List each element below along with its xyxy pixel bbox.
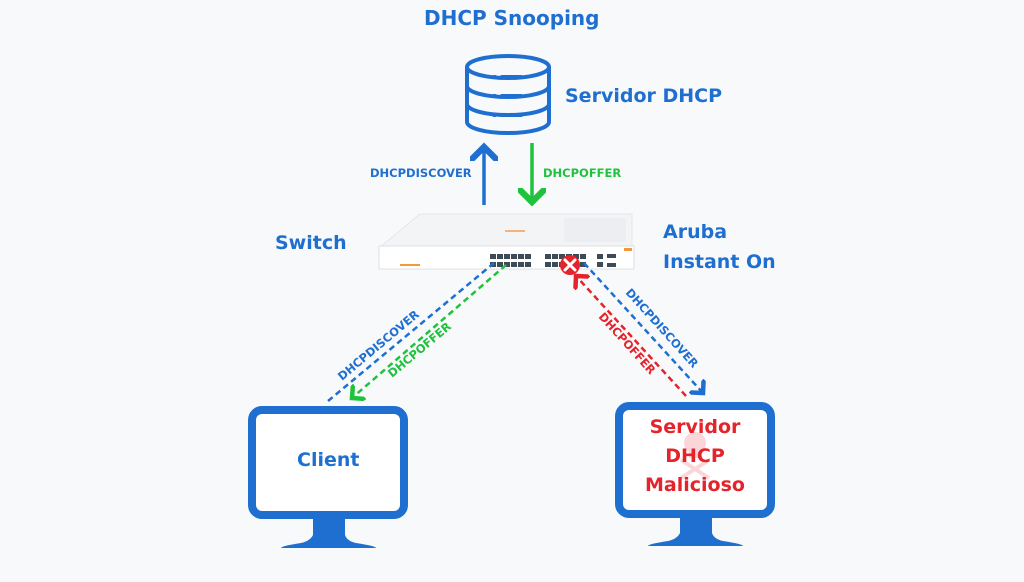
link-rogue-offer xyxy=(576,276,687,397)
brand-line-1: Aruba xyxy=(663,221,728,243)
diagram-title: DHCP Snooping xyxy=(424,6,600,30)
client-monitor-icon xyxy=(248,406,408,548)
label-client-discover: DHCPDISCOVER xyxy=(335,307,422,383)
rogue-line-1: Servidor xyxy=(649,416,741,438)
skull-crossbones-icon xyxy=(679,432,711,480)
link-rogue-discover xyxy=(583,262,703,393)
switch-brand-label: Aruba Instant On xyxy=(663,217,776,277)
link-client-discover xyxy=(327,262,495,402)
label-server-discover: DHCPDISCOVER xyxy=(370,166,472,180)
client-label: Client xyxy=(297,449,360,471)
rogue-line-2: DHCP xyxy=(665,445,725,467)
switch-label: Switch xyxy=(275,232,347,254)
database-server-icon xyxy=(465,54,551,135)
rogue-line-3: Malicioso xyxy=(645,474,745,496)
link-client-offer xyxy=(352,264,507,398)
blocked-x-icon xyxy=(560,255,580,275)
rogue-server-monitor-icon xyxy=(615,402,775,546)
dhcp-server-label: Servidor DHCP xyxy=(565,85,723,107)
rogue-server-label: Servidor DHCP Malicioso xyxy=(615,413,775,500)
label-server-offer: DHCPOFFER xyxy=(543,166,622,180)
brand-line-2: Instant On xyxy=(663,251,776,273)
network-switch-icon xyxy=(377,213,635,270)
